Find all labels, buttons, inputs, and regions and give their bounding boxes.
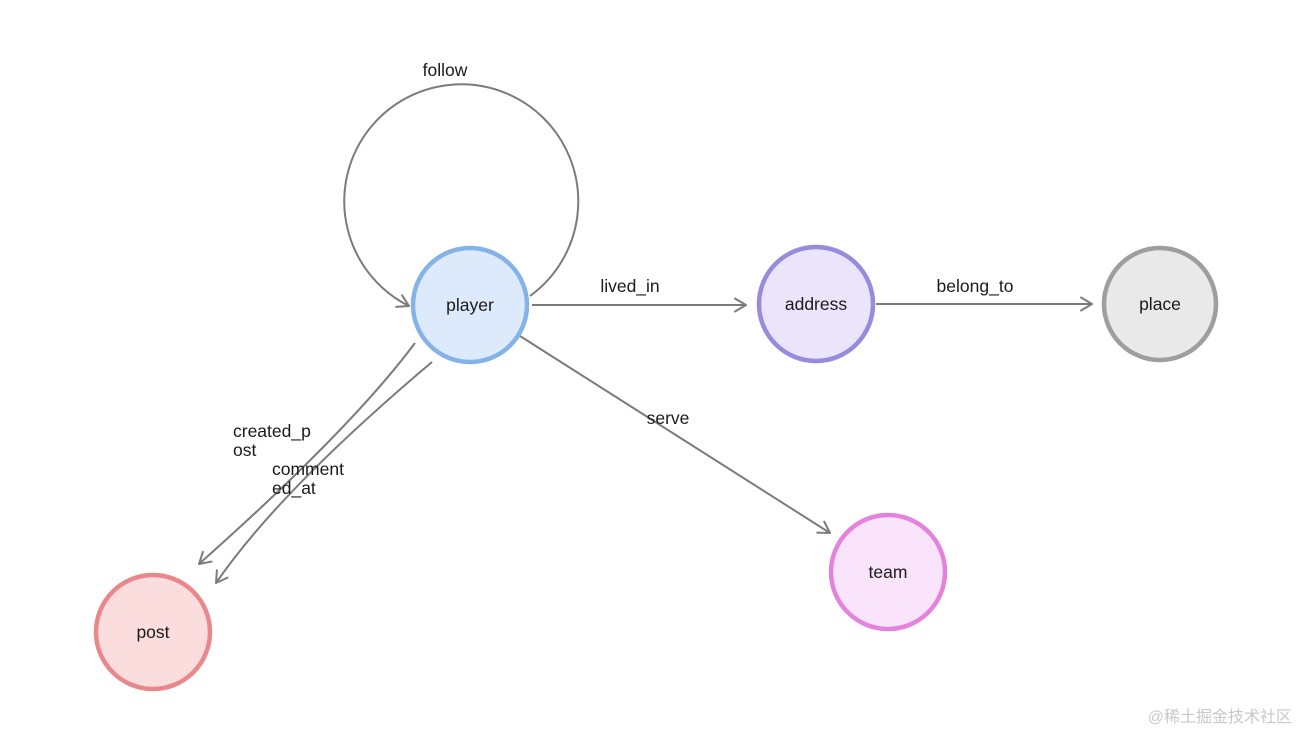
watermark-text: @稀土掘金技术社区 [1148, 708, 1292, 726]
edge-label-created-post: created_p ost [233, 421, 316, 460]
edge-layer [198, 83, 1093, 584]
node-team-circle[interactable] [828, 512, 948, 632]
edge-label-belong-to: belong_to [937, 276, 1014, 297]
edge-label-line: comment [272, 459, 344, 479]
edge-label-commented-at: comment ed_at [272, 459, 349, 499]
node-layer: player address place post team [93, 244, 1219, 692]
edge-follow[interactable] [343, 83, 580, 308]
node-team-label: team [869, 562, 908, 582]
node-post-circle[interactable] [93, 572, 213, 692]
edge-label-lived-in: lived_in [600, 276, 659, 297]
node-post-label: post [136, 622, 169, 642]
node-address-circle[interactable] [756, 244, 876, 364]
node-address[interactable]: address [756, 244, 876, 364]
edge-label-layer: follow lived_in belong_to created_p ost … [233, 60, 1013, 499]
edge-serve[interactable] [519, 335, 831, 534]
edge-created-post[interactable] [198, 342, 416, 565]
node-player-label: player [446, 295, 494, 315]
node-place[interactable]: place [1101, 245, 1219, 363]
edge-label-line: ed_at [272, 478, 316, 499]
node-address-label: address [785, 294, 848, 314]
edge-label-line: ost [233, 440, 256, 460]
edge-label-line: created_p [233, 421, 311, 442]
node-player-circle[interactable] [410, 245, 530, 365]
node-player[interactable]: player [410, 245, 530, 365]
edge-label-follow: follow [423, 60, 468, 80]
node-place-circle[interactable] [1101, 245, 1219, 363]
node-post[interactable]: post [93, 572, 213, 692]
node-team[interactable]: team [828, 512, 948, 632]
edge-label-serve: serve [647, 408, 690, 428]
node-place-label: place [1139, 294, 1181, 314]
edge-commented-at[interactable] [215, 361, 433, 584]
